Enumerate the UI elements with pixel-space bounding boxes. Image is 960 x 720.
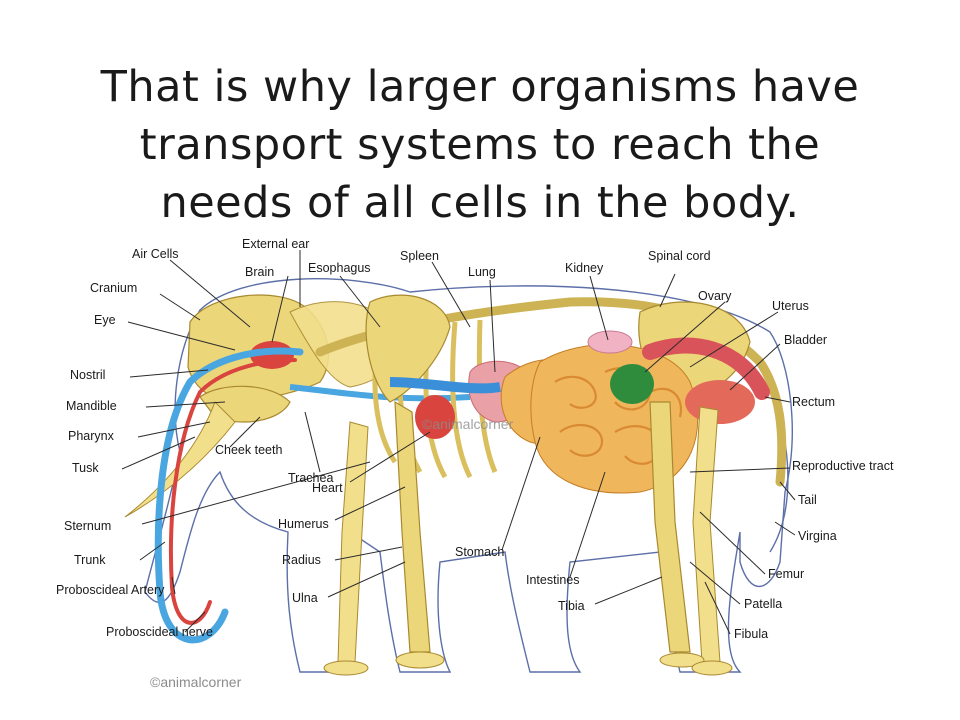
label-ulna: Ulna [292, 591, 318, 605]
front-leg-bones [394, 400, 431, 653]
label-bladder: Bladder [784, 333, 827, 347]
heart-shape [415, 395, 455, 439]
leader-lines [121, 250, 796, 635]
vessel-line [389, 377, 501, 394]
label-pharynx: Pharynx [68, 429, 115, 443]
label-cranium: Cranium [90, 281, 137, 295]
hind-leg-bones [649, 401, 691, 653]
label-mandible: Mandible [66, 399, 117, 413]
slide-title: That is why larger organisms have transp… [60, 58, 900, 232]
label-spleen: Spleen [400, 249, 439, 263]
title-line-3: needs of all cells in the body. [160, 178, 800, 228]
label-intestines: Intestines [526, 573, 580, 587]
label-femur: Femur [768, 567, 804, 581]
label-eye: Eye [94, 313, 116, 327]
label-spinal-cord: Spinal cord [648, 249, 711, 263]
label-proboscideal-artery: Proboscideal Artery [56, 583, 165, 597]
proboscideal-artery-line [168, 358, 297, 625]
label-patella: Patella [744, 597, 782, 611]
watermark-corner: ©animalcorner [150, 674, 242, 690]
label-fibula: Fibula [734, 627, 768, 641]
foot-shape [395, 651, 445, 669]
label-reproductive-tract: Reproductive tract [792, 459, 894, 473]
ovary-shape [610, 364, 654, 404]
label-radius: Radius [282, 553, 321, 567]
front-leg-bones-2 [337, 421, 369, 663]
label-heart: Heart [312, 481, 343, 495]
label-tail: Tail [798, 493, 817, 507]
label-stomach: Stomach [455, 545, 504, 559]
foot-shape [691, 660, 733, 676]
label-cheek-teeth: Cheek teeth [215, 443, 282, 457]
label-sternum: Sternum [64, 519, 111, 533]
label-esophagus: Esophagus [308, 261, 371, 275]
foot-shape [659, 652, 705, 668]
hind-leg-bones-2 [692, 406, 721, 663]
label-nostril: Nostril [70, 368, 105, 382]
label-lung: Lung [468, 265, 496, 279]
label-trunk: Trunk [74, 553, 106, 567]
kidney-shape [587, 330, 633, 354]
proboscideal-nerve-line [154, 347, 304, 644]
body-outline [144, 278, 793, 673]
title-line-2: transport systems to reach the [139, 120, 821, 170]
label-uterus: Uterus [772, 299, 809, 313]
label-tusk: Tusk [72, 461, 99, 475]
label-virgina: Virgina [798, 529, 837, 543]
label-brain: Brain [245, 265, 274, 279]
watermark-center: ©animalcorner [422, 416, 514, 432]
title-line-1: That is why larger organisms have [100, 62, 860, 112]
foot-shape [323, 660, 369, 676]
label-proboscideal-nerve: Proboscideal nerve [106, 625, 213, 639]
rectum-shape [642, 337, 770, 400]
scapula-shape [365, 294, 451, 403]
label-humerus: Humerus [278, 517, 329, 531]
elephant-anatomy-diagram: Air Cells External ear Brain Esophagus S… [56, 237, 894, 690]
label-external-ear: External ear [242, 237, 309, 251]
label-tibia: Tibia [558, 599, 585, 613]
diagram-labels: Air Cells External ear Brain Esophagus S… [56, 237, 894, 641]
label-rectum: Rectum [792, 395, 835, 409]
label-air-cells: Air Cells [132, 247, 179, 261]
label-ovary: Ovary [698, 289, 732, 303]
bladder-shape [685, 380, 755, 424]
label-trachea: Trachea [288, 471, 333, 485]
tusk-shape [124, 401, 236, 518]
label-kidney: Kidney [565, 261, 604, 275]
